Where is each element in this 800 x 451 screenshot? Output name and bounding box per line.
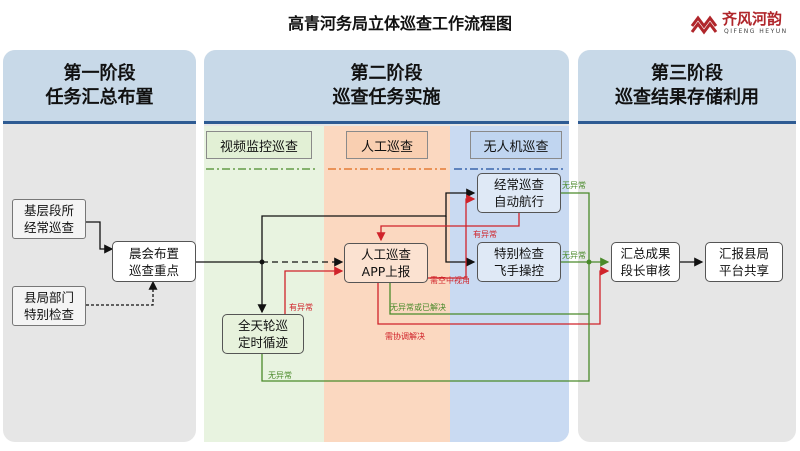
quantian-box: 全天轮巡 定时循迹 <box>222 314 304 354</box>
manual-label: 人工巡查 <box>346 131 428 159</box>
green-arrows <box>261 192 610 382</box>
page-title: 高青河务局立体巡查工作流程图 <box>287 14 512 33</box>
huizong-line2: 段长审核 <box>620 263 671 278</box>
chenhui-line2: 巡查重点 <box>128 262 179 278</box>
xianju-box: 县局部门 特别检查 <box>12 286 86 326</box>
jingchang-line2: 自动航行 <box>493 194 544 209</box>
logo-name: 齐风河韵 <box>722 10 783 28</box>
label-abnormal-drone: 有异常 <box>473 230 497 239</box>
jingchang-line1: 经常巡查 <box>493 177 544 192</box>
stage1-subtitle: 任务汇总布置 <box>45 86 154 108</box>
jiceng-box: 基层段所 经常巡查 <box>12 199 86 239</box>
label-resolved: 无异常或已解决 <box>390 303 446 312</box>
red-arrows <box>284 194 610 325</box>
label-no-abnormal-mid: 无异常 <box>562 251 586 260</box>
jiceng-line2: 经常巡查 <box>23 220 74 235</box>
huizong-box: 汇总成果 段长审核 <box>611 242 680 282</box>
logo-subtitle: QIFENG HEYUN <box>724 28 788 35</box>
stage2-header: 第二阶段 巡查任务实施 <box>204 50 569 124</box>
drone-label: 无人机巡查 <box>470 131 562 159</box>
stage2-subtitle: 巡查任务实施 <box>332 86 441 108</box>
black-arrows <box>86 188 704 314</box>
stage2-title: 第二阶段 <box>350 62 423 84</box>
tebie-box: 特别检查 飞手操控 <box>477 242 561 282</box>
label-no-abnormal-bottom: 无异常 <box>268 371 292 380</box>
quantian-line1: 全天轮巡 <box>237 318 288 333</box>
huibao-box: 汇报县局 平台共享 <box>705 242 783 282</box>
quantian-line2: 定时循迹 <box>237 335 288 350</box>
label-coordinate: 需协调解决 <box>385 332 425 341</box>
xianju-line2: 特别检查 <box>23 307 74 322</box>
logo: 齐风河韵 QIFENG HEYUN <box>688 6 794 40</box>
label-need-aerial: 需空中视角 <box>430 276 470 285</box>
tebie-line2: 飞手操控 <box>493 263 544 278</box>
rengong-line1: 人工巡查 <box>360 247 411 262</box>
xianju-line1: 县局部门 <box>23 290 74 305</box>
stage1-title: 第一阶段 <box>63 62 136 84</box>
stage3-header: 第三阶段 巡查结果存储利用 <box>578 50 796 124</box>
stage3-subtitle: 巡查结果存储利用 <box>615 86 759 108</box>
chenhui-line1: 晨会布置 <box>128 245 179 261</box>
stage1-header: 第一阶段 任务汇总布置 <box>3 50 196 124</box>
video-label: 视频监控巡查 <box>206 131 312 159</box>
huibao-line2: 平台共享 <box>718 263 769 278</box>
manual-subcolumn <box>324 126 450 442</box>
label-abnormal-video: 有异常 <box>289 303 313 312</box>
video-subcolumn <box>204 126 324 442</box>
label-no-abnormal-top: 无异常 <box>562 181 586 190</box>
jiceng-line1: 基层段所 <box>23 203 74 218</box>
stage3-title: 第三阶段 <box>651 62 723 84</box>
huizong-line1: 汇总成果 <box>620 246 671 261</box>
tebie-line1: 特别检查 <box>493 246 544 261</box>
chenhui-box: 晨会布置 巡查重点 <box>112 241 196 282</box>
huibao-line1: 汇报县局 <box>718 246 769 261</box>
rengong-box: 人工巡查 APP上报 <box>344 243 428 283</box>
rengong-line2: APP上报 <box>361 264 411 279</box>
logo-icon <box>690 15 718 35</box>
jingchang-box: 经常巡查 自动航行 <box>477 173 561 213</box>
